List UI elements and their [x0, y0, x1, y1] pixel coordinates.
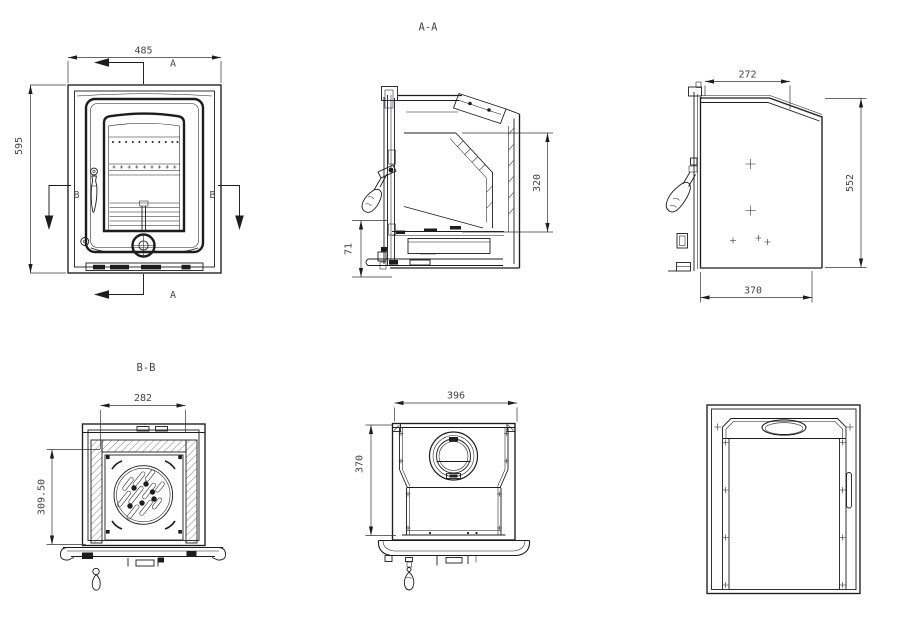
section-aa-title: A-A	[419, 22, 439, 34]
section-label-b-left: B	[73, 190, 79, 201]
top-view: 396 370	[355, 391, 531, 591]
rear-handle-profile	[846, 472, 852, 509]
front-door	[84, 97, 205, 254]
aa-dim-inner-height: 320	[462, 132, 553, 233]
bb-corner-bolts	[106, 455, 182, 534]
aa-top-panel	[397, 92, 507, 125]
bb-front-fender	[60, 547, 226, 567]
aa-dim-base-height-value: 71	[344, 243, 355, 255]
front-air-control-wheel	[90, 233, 199, 258]
front-dim-width-value: 485	[134, 46, 152, 57]
front-dim-height-value: 595	[14, 137, 25, 155]
top-rear-panel-lines	[402, 487, 506, 536]
section-line-b-left: B	[44, 185, 80, 230]
top-dim-width-value: 396	[447, 391, 465, 402]
front-view: 485 595 A A B B	[14, 46, 244, 301]
side-view: 272 552 370	[665, 70, 867, 303]
side-dim-height: 552	[825, 98, 867, 268]
aa-dim-inner-height-value: 320	[532, 174, 543, 192]
side-panel-marks	[730, 159, 771, 245]
front-dim-height: 595	[14, 84, 66, 274]
aa-firebox-interior	[392, 132, 504, 236]
bb-grate	[111, 460, 176, 530]
top-dim-depth: 370	[355, 424, 396, 536]
aa-right-casing	[390, 108, 521, 269]
section-bb-title: B-B	[137, 362, 156, 374]
section-bb-view: B-B	[37, 362, 226, 591]
bb-grate-holes	[127, 481, 157, 509]
section-line-b-right: B	[209, 185, 244, 230]
section-line-a-bottom: A	[94, 274, 176, 301]
rear-view	[706, 404, 861, 595]
side-front-face	[668, 81, 702, 272]
section-line-a-top: A	[94, 58, 176, 84]
glass-plus-row	[112, 165, 177, 169]
aa-dim-base-height: 71	[344, 220, 392, 278]
section-label-a-bottom: A	[170, 290, 176, 301]
rear-top-panel	[714, 418, 854, 439]
front-hinge-bolt	[80, 237, 90, 246]
rear-side-rails	[722, 438, 847, 590]
section-label-a-top: A	[170, 59, 176, 70]
top-side-rails	[398, 427, 509, 535]
front-dim-width: 485	[67, 46, 222, 83]
glass-dot-row	[112, 141, 179, 143]
top-handle-pendant	[403, 557, 415, 591]
bb-dim-inner-width: 282	[100, 393, 186, 449]
section-aa-view: A-A	[344, 22, 553, 278]
aa-flue-box	[452, 92, 507, 125]
side-dim-top-depth-value: 272	[738, 70, 756, 81]
aa-base-ashpan	[365, 238, 503, 270]
front-bottom-strip	[85, 262, 204, 271]
top-flue-collar	[428, 431, 479, 481]
top-fender	[377, 540, 531, 566]
side-body	[700, 95, 823, 269]
top-dim-depth-value: 370	[355, 455, 366, 473]
aa-door-handle	[361, 164, 397, 213]
side-dim-height-value: 552	[845, 174, 856, 192]
rear-outer-casing	[706, 404, 861, 595]
aa-door-stack	[381, 86, 398, 266]
rear-flue-opening	[761, 419, 807, 436]
bb-handle-pendant	[91, 567, 101, 591]
section-label-b-right: B	[209, 190, 215, 201]
glass-grille	[109, 200, 180, 231]
front-door-handle	[90, 167, 98, 213]
top-body	[391, 422, 516, 541]
front-window-frame	[102, 112, 186, 233]
side-dim-bottom-depth: 370	[700, 271, 813, 303]
bb-dim-inner-depth-value: 309.50	[37, 479, 48, 515]
bb-refractory-walls	[90, 439, 198, 544]
top-dim-width: 396	[394, 391, 518, 422]
side-dim-bottom-depth-value: 370	[744, 286, 762, 297]
bb-outer-casing	[81, 423, 206, 547]
front-glass-details	[109, 136, 180, 231]
bb-dim-inner-width-value: 282	[134, 393, 152, 404]
side-dim-top-depth: 272	[704, 70, 791, 109]
bb-corner-slots	[111, 460, 176, 530]
front-body	[67, 84, 222, 274]
bb-dim-inner-depth: 309.50	[37, 449, 100, 545]
side-door-handle	[665, 157, 698, 213]
